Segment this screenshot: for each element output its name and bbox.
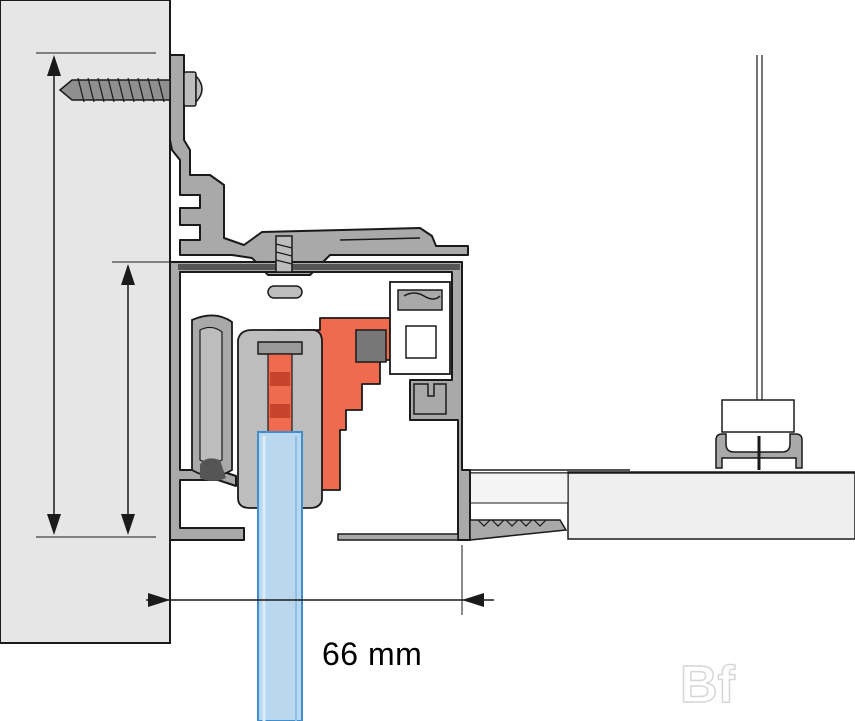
- ceiling-hanger: [715, 55, 803, 470]
- track-housing-profile: [169, 235, 568, 541]
- svg-text:Bf: Bf: [680, 656, 736, 714]
- height-dimension-inner: [112, 261, 170, 535]
- arrowhead-icon: [121, 264, 135, 285]
- ceiling-panel: [469, 469, 855, 540]
- width-dimension-label: 66 mm: [322, 636, 423, 672]
- glass-panel: [257, 431, 303, 721]
- wall-screw-icon: [58, 71, 203, 107]
- guide-roller: [191, 314, 233, 481]
- width-dimension: [146, 545, 494, 615]
- arrowhead-icon: [47, 55, 61, 76]
- soft-close-damper: [389, 281, 451, 415]
- wall: [0, 0, 171, 644]
- arrowhead-icon: [121, 514, 135, 535]
- arrowhead-icon: [148, 593, 170, 607]
- wall-bracket-profile: [169, 54, 469, 276]
- bf-watermark-logo: Bf: [679, 655, 736, 714]
- arrowhead-icon: [462, 593, 484, 607]
- arrowhead-icon: [47, 514, 61, 535]
- height-dimension-outer: [36, 52, 156, 538]
